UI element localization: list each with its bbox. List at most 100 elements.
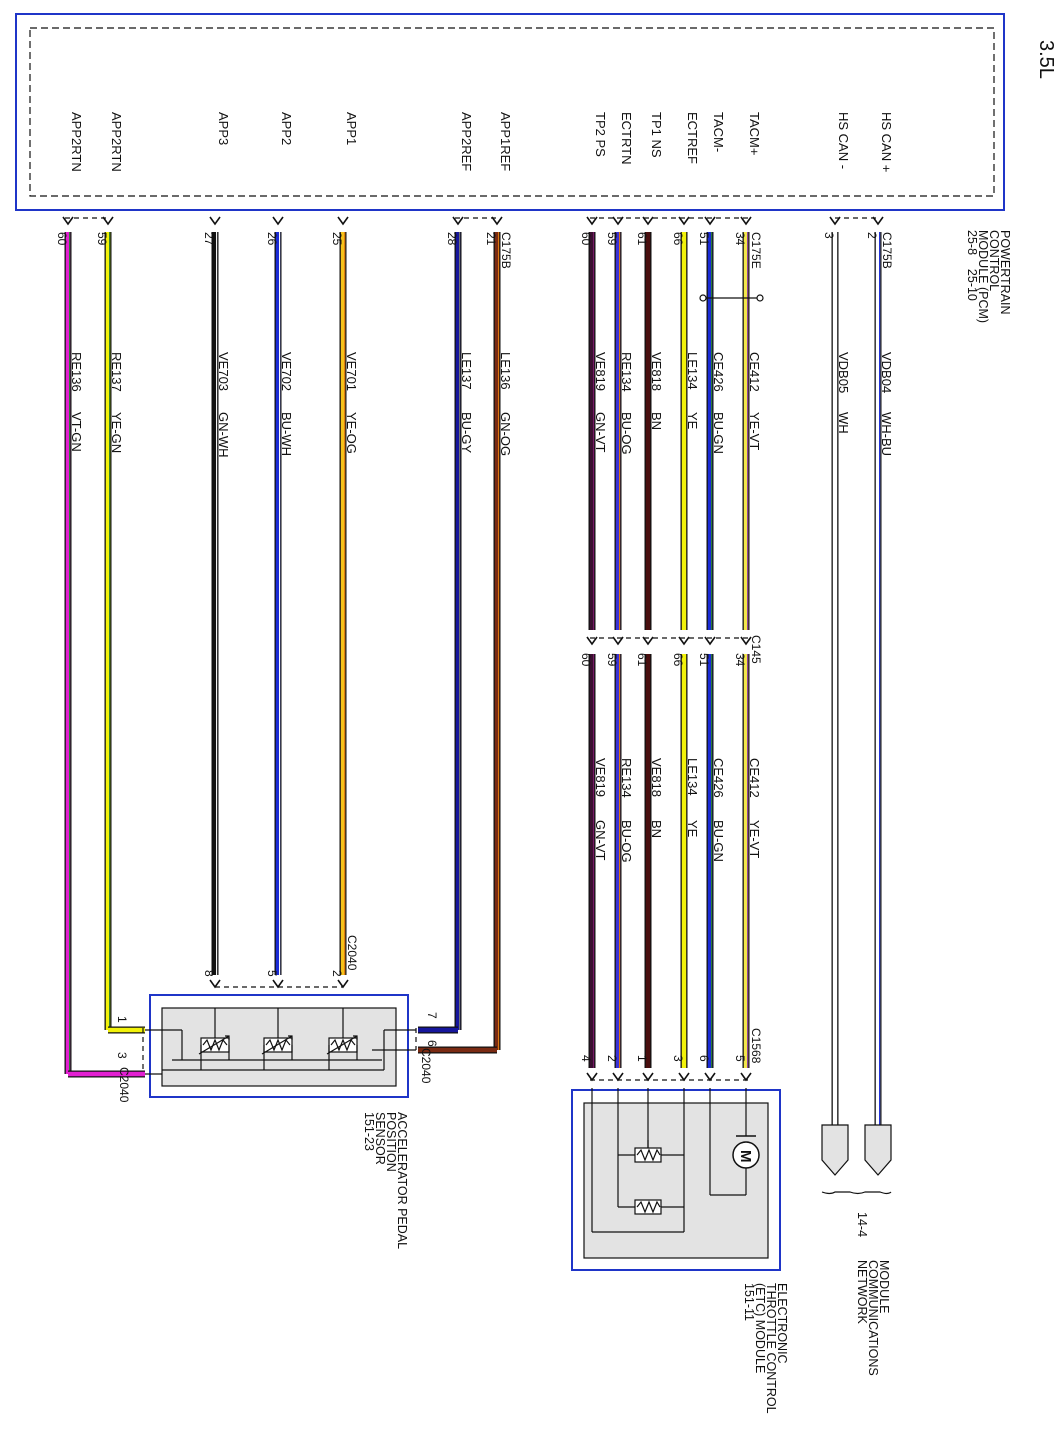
wire-color-label: YE-VT — [747, 412, 762, 450]
wire-color-label-lower: GN-VT — [593, 820, 608, 861]
c2040-label-top: C2040 — [345, 935, 359, 971]
wire-circuit-label: CE426 — [711, 352, 726, 392]
sensor-pin-number: 6 — [425, 1040, 439, 1047]
pcm-pin-number: 3 — [822, 232, 836, 239]
wire-layer: 60RE136VT-GN359RE137YE-GN127VE703GN-WH82… — [55, 216, 894, 1125]
c145-pin-number: 60 — [579, 653, 593, 667]
wire-circuit-label: VDB04 — [879, 352, 894, 393]
pcm-pin-number: 25 — [330, 232, 344, 246]
wire-circuit-label: VE701 — [344, 352, 359, 391]
wire-circuit-label-lower: VE819 — [593, 758, 608, 797]
pcm-pin-number: 60 — [579, 232, 593, 246]
wire-circuit-label-lower: CE412 — [747, 758, 762, 798]
c145-pin-number: 34 — [733, 653, 747, 667]
wire-circuit-label-lower: CE426 — [711, 758, 726, 798]
pcm-pin-label: APP1 — [344, 112, 359, 145]
c145-pin-number: 59 — [605, 653, 619, 667]
wire-circuit-label-lower: LE134 — [685, 758, 700, 796]
pcm-pin-number: 34 — [733, 232, 747, 246]
pcm-pin-label: HS CAN + — [879, 112, 894, 172]
pcm-pin-label: TP1 NS — [649, 112, 664, 158]
wire-circuit-label: LE137 — [459, 352, 474, 390]
wire-color-label: YE — [685, 412, 700, 430]
c145-label: C145 — [749, 635, 763, 664]
c2040-label-left: C2040 — [117, 1067, 131, 1103]
motor-label: M — [737, 1150, 754, 1163]
wire-circuit-label: VDB05 — [836, 352, 851, 393]
mcn-line-2: COMMUNICATIONS — [866, 1260, 880, 1376]
wire-color-label: WH — [836, 412, 851, 434]
pcm-pin-label: APP2 — [279, 112, 294, 145]
wire-color-label: GN-OG — [498, 412, 513, 456]
wire-color-label: YE-OG — [344, 412, 359, 454]
etc-line-2: THROTTLE CONTROL — [764, 1283, 778, 1414]
pcm-pin-label: TP2 PS — [593, 112, 608, 157]
etc-line-3: (ETC) MODULE — [753, 1283, 767, 1373]
mcn-bracket — [821, 1191, 892, 1195]
etc-pin-number: 6 — [697, 1055, 711, 1062]
pcm-pin-number: 60 — [55, 232, 69, 246]
etc-module-circuit — [591, 1088, 747, 1233]
pcm-pin-number: 61 — [635, 232, 649, 246]
wire-color-label: BU-OG — [619, 412, 634, 455]
pcm-name-line-3: MODULE (PCM) — [976, 230, 990, 323]
pcm-pin-label: APP2RTN — [69, 112, 84, 172]
etc-pin-number: 1 — [635, 1055, 649, 1062]
pcm-name-line-1: POWERTRAIN — [998, 230, 1012, 315]
wire-circuit-label-lower: VE818 — [649, 758, 664, 797]
wire-color-label: BU-GN — [711, 412, 726, 454]
app-sensor-line-4: 151-23 — [362, 1112, 376, 1151]
pcm-block — [15, 13, 1005, 211]
wire-color-label-lower: BU-OG — [619, 820, 634, 863]
pcm-pin-number: 21 — [484, 232, 498, 246]
pcm-pin-label: APP2REF — [459, 112, 474, 171]
etc-pin-number: 4 — [579, 1055, 593, 1062]
wire-circuit-label: LE136 — [498, 352, 513, 390]
mcn-line-3: NETWORK — [855, 1260, 869, 1325]
pcm-pin-label: APP2RTN — [109, 112, 124, 172]
pcm-name-line-2: CONTROL — [987, 230, 1001, 291]
pcm-pin-label: APP1REF — [498, 112, 513, 171]
wire-circuit-label: RE137 — [109, 352, 124, 392]
wire-color-label: GN-VT — [593, 412, 608, 453]
c175b-label-left: C175B — [499, 232, 513, 269]
app-sensor-line-1: ACCELERATOR PEDAL — [395, 1112, 409, 1249]
motor-symbol: M — [732, 1135, 760, 1169]
pcm-pin-label: ECTREF — [685, 112, 700, 164]
c145-pin-number: 61 — [635, 653, 649, 667]
pcm-pin-number: 26 — [265, 232, 279, 246]
sensor-pin-number: 3 — [115, 1052, 129, 1059]
app-sensor-line-3: SENSOR — [373, 1112, 387, 1165]
mcn-ref: 14-4 — [855, 1212, 869, 1237]
wire-circuit-label: VE818 — [649, 352, 664, 391]
sensor-pin-number: 8 — [202, 970, 216, 977]
c175e-label: C175E — [749, 232, 763, 269]
wire-color-label: YE-GN — [109, 412, 124, 453]
pcm-pin-number: 59 — [605, 232, 619, 246]
wire-color-label: BU-GY — [459, 412, 474, 454]
wire-circuit-label: VE819 — [593, 352, 608, 391]
sensor-pin-number: 7 — [425, 1012, 439, 1019]
pcm-pin-label: TACM- — [711, 112, 726, 152]
c145-pin-number: 51 — [697, 653, 711, 667]
pcm-name-line-4: 25-8 25-10 — [965, 230, 979, 301]
pcm-pin-number: 27 — [202, 232, 216, 246]
pcm-pin-number: 51 — [697, 232, 711, 246]
mcn-connector-vdb05 — [821, 1124, 849, 1176]
wire-color-label-lower: YE — [685, 820, 700, 838]
mcn-line-1: MODULE — [877, 1260, 891, 1313]
sensor-pin-number: 1 — [115, 1016, 129, 1023]
wire-circuit-label-lower: RE134 — [619, 758, 634, 798]
wire-color-label-lower: BU-GN — [711, 820, 726, 862]
wire-color-label: WH-BU — [879, 412, 894, 456]
sensor-pin-number: 5 — [265, 970, 279, 977]
diagram-title: 3.5L — [1035, 40, 1057, 79]
